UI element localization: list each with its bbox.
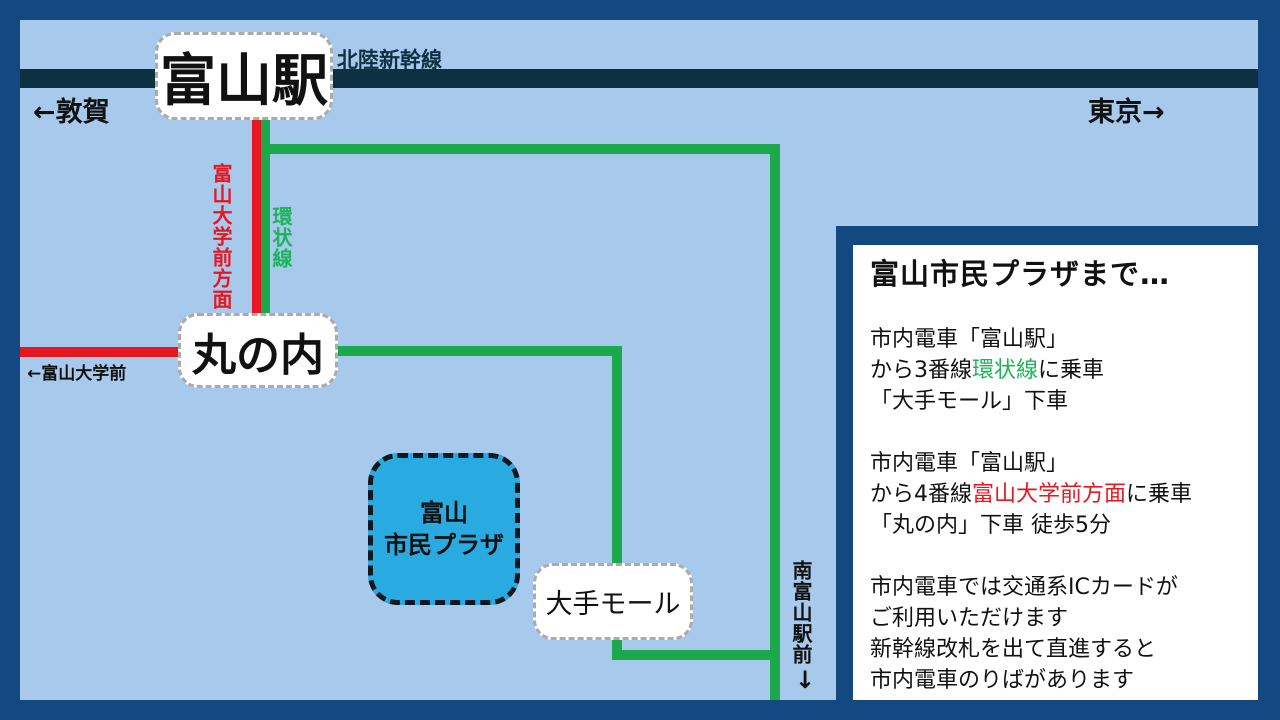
route-loop-line-instructions: 市内電車「富山駅」 から3番線環状線に乗車 「大手モール」下車 xyxy=(870,324,1246,417)
station-toyama-label: 富山駅 xyxy=(160,48,328,114)
station-ote-mall-label: 大手モール xyxy=(545,589,681,620)
minami-toyama-terminus-label: 南富山駅前 xyxy=(789,560,813,665)
civic-plaza-label-line1: 富山 xyxy=(420,498,468,527)
university-line-west-segment xyxy=(20,347,180,357)
loop-line-highlight: 環状線 xyxy=(972,358,1039,383)
loop-route-label: 環状線 xyxy=(269,206,293,269)
university-line-highlight: 富山大学前方面 xyxy=(972,482,1127,507)
shinkansen-label: 北陸新幹線 xyxy=(337,48,442,72)
direction-tsuruga-label: ←敦賀 xyxy=(33,97,110,128)
university-route-label: 富山大学前方面 xyxy=(209,163,233,310)
route1-line2: から3番線環状線に乗車 xyxy=(870,358,1105,383)
loop-line-mid-segment xyxy=(336,346,622,356)
direction-tokyo-label: 東京→ xyxy=(1088,97,1165,128)
route-university-line-instructions: 市内電車「富山駅」 から4番線富山大学前方面に乗車 「丸の内」下車 徒歩5分 xyxy=(870,448,1246,541)
university-line-vertical-segment xyxy=(252,118,261,316)
note-line: 新幹線改札を出て直進すると xyxy=(870,637,1157,662)
station-box-toyama: 富山駅 xyxy=(155,32,333,120)
toyama-university-terminus-label: ←富山大学前 xyxy=(27,364,127,384)
loop-line-mid-vertical-segment xyxy=(612,346,622,660)
route1-line3: 「大手モール」下車 xyxy=(870,389,1069,414)
note-line: 市内電車では交通系ICカードが xyxy=(870,575,1178,600)
station-marunouchi-label: 丸の内 xyxy=(192,329,324,381)
route2-line3: 「丸の内」下車 徒歩5分 xyxy=(870,513,1111,538)
station-box-marunouchi: 丸の内 xyxy=(178,313,338,388)
down-arrow-icon: ↓ xyxy=(795,666,816,694)
loop-line-top-segment xyxy=(261,144,780,154)
loop-line-bottom-segment xyxy=(612,650,780,660)
civic-plaza-box: 富山 市民プラザ xyxy=(368,453,520,605)
directions-panel: 富山市民プラザまで… 市内電車「富山駅」 から3番線環状線に乗車 「大手モール」… xyxy=(853,245,1258,700)
route2-line1: 市内電車「富山駅」 xyxy=(870,451,1069,476)
panel-notes: 市内電車では交通系ICカードが ご利用いただけます 新幹線改札を出て直進すると … xyxy=(870,572,1246,696)
note-line: ご利用いただけます xyxy=(870,606,1069,631)
panel-title: 富山市民プラザまで… xyxy=(870,257,1171,291)
loop-line-right-segment xyxy=(770,144,780,700)
station-box-ote-mall: 大手モール xyxy=(533,563,693,640)
loop-line-vertical-segment xyxy=(261,118,270,316)
note-line: 市内電車のりばがあります xyxy=(870,668,1135,693)
route1-line1: 市内電車「富山駅」 xyxy=(870,327,1069,352)
civic-plaza-label-line2: 市民プラザ xyxy=(384,531,504,559)
route2-line2: から4番線富山大学前方面に乗車 xyxy=(870,482,1193,507)
